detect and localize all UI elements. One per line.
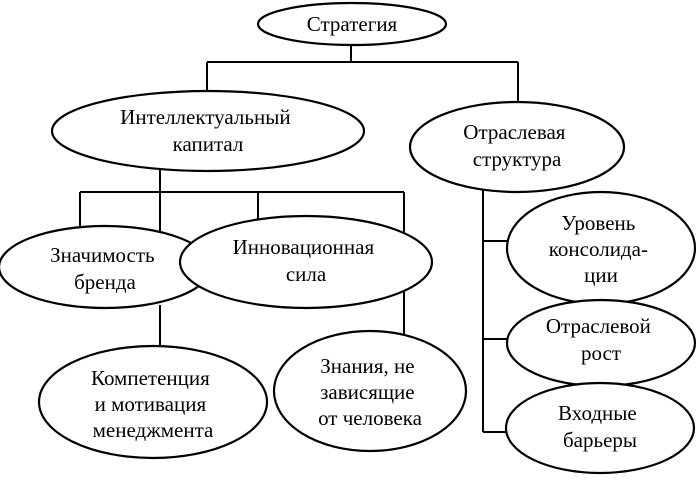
node-brand-significance: Значимость бренда xyxy=(0,224,213,310)
node-industry-structure: Отраслевая структура xyxy=(408,100,626,194)
svg-text:Входные барьеры: Входные барьеры xyxy=(558,401,642,452)
svg-text:Уровень консолида-: Уровень консолида- ции xyxy=(549,211,653,287)
node-root-label: Стратегия xyxy=(307,12,398,36)
node-management-competence-line-2: и мотивация xyxy=(95,392,207,416)
connectors xyxy=(79,44,519,433)
node-management-competence-line-1: Компетенция xyxy=(91,366,210,390)
node-industry-structure-line-1: Отраслевая xyxy=(463,120,566,144)
node-industry-structure-line-2: структура xyxy=(473,147,562,171)
node-industry-growth: Отраслевой рост xyxy=(505,298,697,388)
svg-text:Компетенция и мотивация: Компетенция и мотивация менеджмента xyxy=(91,366,215,442)
node-independent-knowledge-line-3: от человека xyxy=(318,406,423,430)
svg-text:Знания, не зависящие: Знания, не зависящие от человека xyxy=(318,354,423,430)
node-management-competence-line-3: менеджмента xyxy=(93,418,214,442)
svg-text:Интеллектуальный капитал: Интеллектуальный капитал xyxy=(120,105,296,156)
node-brand-significance-line-1: Значимость xyxy=(50,243,154,267)
node-root: Стратегия xyxy=(256,1,448,47)
node-independent-knowledge-line-1: Знания, не xyxy=(320,354,414,378)
node-intellectual-capital-line-1: Интеллектуальный xyxy=(120,105,290,129)
node-independent-knowledge-line-2: зависящие xyxy=(320,380,414,404)
node-consolidation-level-line-3: ции xyxy=(584,263,618,287)
node-consolidation-level-line-2: консолида- xyxy=(549,237,648,261)
svg-text:Инновационная сила: Инновационная сила xyxy=(233,235,380,286)
node-management-competence: Компетенция и мотивация менеджмента xyxy=(37,344,269,460)
node-root-line-1: Стратегия xyxy=(307,12,398,36)
svg-text:Значимость бренда: Значимость бренда xyxy=(50,243,160,294)
node-brand-significance-line-2: бренда xyxy=(74,270,136,294)
svg-text:Отраслевой рост: Отраслевой рост xyxy=(546,314,656,365)
node-entry-barriers-line-2: барьеры xyxy=(563,428,637,452)
node-consolidation-level: Уровень консолида- ции xyxy=(505,190,697,306)
node-intellectual-capital-line-2: капитал xyxy=(173,132,244,156)
node-innovation-power: Инновационная сила xyxy=(178,214,434,310)
node-industry-growth-line-1: Отраслевой xyxy=(546,314,651,338)
svg-text:Отраслевая структура: Отраслевая структура xyxy=(463,120,570,171)
node-innovation-power-line-2: сила xyxy=(286,262,327,286)
node-entry-barriers-line-1: Входные xyxy=(558,401,637,425)
node-industry-growth-line-2: рост xyxy=(581,341,621,365)
node-entry-barriers: Входные барьеры xyxy=(504,381,696,475)
node-independent-knowledge: Знания, не зависящие от человека xyxy=(272,329,468,453)
node-innovation-power-line-1: Инновационная xyxy=(233,235,375,259)
node-intellectual-capital: Интеллектуальный капитал xyxy=(50,89,366,173)
node-consolidation-level-line-1: Уровень xyxy=(561,211,635,235)
